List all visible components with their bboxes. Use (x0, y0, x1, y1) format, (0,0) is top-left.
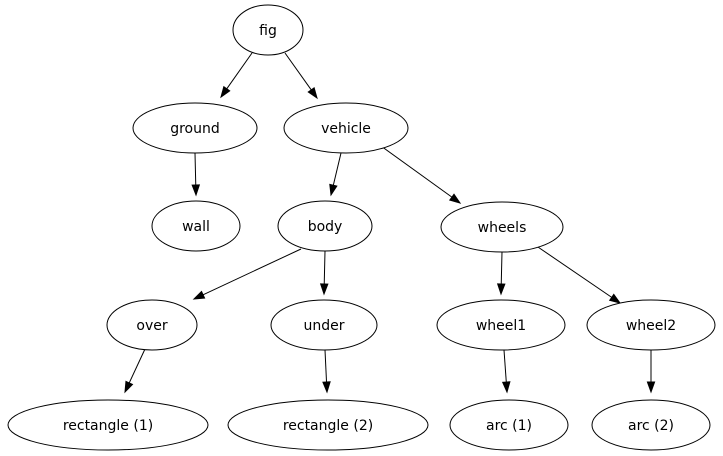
node-label-arc1: arc (1) (486, 418, 532, 434)
node-label-wheels: wheels (478, 220, 527, 236)
node-shape-wheels[interactable] (440, 201, 564, 253)
node-under[interactable]: under (270, 299, 378, 351)
node-wheel2[interactable]: wheel2 (586, 299, 716, 351)
node-label-body: body (308, 219, 343, 235)
arrowhead-icon (608, 293, 622, 304)
node-shape-rectangle1[interactable] (7, 399, 209, 451)
node-label-wall: wall (182, 219, 210, 235)
edge-vehicle-to-wheels (380, 145, 462, 204)
edge-fig-to-ground (220, 52, 253, 99)
node-vehicle[interactable]: vehicle (283, 102, 409, 154)
node-shape-vehicle[interactable] (283, 102, 409, 154)
node-arc2[interactable]: arc (2) (591, 399, 711, 451)
edge-body-to-under (319, 250, 329, 296)
arrowhead-icon (191, 184, 201, 197)
node-arc1[interactable]: arc (1) (449, 399, 569, 451)
edge-vehicle-to-body (329, 152, 342, 197)
node-label-wheel2: wheel2 (626, 318, 676, 334)
edges-layer (124, 52, 656, 394)
arrowhead-icon (646, 381, 656, 394)
node-shape-fig[interactable] (232, 4, 304, 56)
arrowhead-icon (496, 283, 506, 296)
node-shape-arc1[interactable] (449, 399, 569, 451)
node-wall[interactable]: wall (151, 200, 241, 252)
node-shape-wheel2[interactable] (586, 299, 716, 351)
node-wheel1[interactable]: wheel1 (436, 299, 566, 351)
node-label-under: under (303, 318, 344, 334)
edge-wheel1-to-arc1 (501, 349, 511, 394)
arrowhead-icon (322, 381, 331, 394)
node-fig[interactable]: fig (232, 4, 304, 56)
node-shape-wall[interactable] (151, 200, 241, 252)
node-rectangle2[interactable]: rectangle (2) (227, 399, 429, 451)
node-shape-rectangle2[interactable] (227, 399, 429, 451)
edge-wheels-to-wheel1 (496, 251, 506, 296)
edge-over-to-rectangle1 (124, 348, 146, 394)
node-label-fig: fig (259, 23, 277, 39)
node-ground[interactable]: ground (132, 102, 258, 154)
node-shape-wheel1[interactable] (436, 299, 566, 351)
node-rectangle1[interactable]: rectangle (1) (7, 399, 209, 451)
arrowhead-icon (501, 381, 511, 394)
nodes-layer: fig ground vehicle wall body wheels over under w… (7, 4, 716, 451)
node-body[interactable]: body (277, 200, 373, 252)
node-wheels[interactable]: wheels (440, 201, 564, 253)
edge-body-to-over (192, 248, 302, 300)
node-shape-under[interactable] (270, 299, 378, 351)
node-label-ground: ground (170, 121, 220, 137)
edge-wheel2-to-arc2 (646, 350, 656, 394)
arrowhead-icon (329, 183, 338, 197)
node-label-rectangle1: rectangle (1) (63, 418, 153, 434)
node-label-wheel1: wheel1 (476, 318, 526, 334)
arrowhead-icon (192, 290, 206, 300)
edge-ground-to-wall (191, 152, 201, 197)
node-shape-over[interactable] (106, 299, 198, 351)
arrowhead-icon (307, 86, 318, 100)
node-shape-body[interactable] (277, 200, 373, 252)
edge-under-to-rectangle2 (322, 349, 331, 394)
node-shape-arc2[interactable] (591, 399, 711, 451)
edge-fig-to-vehicle (284, 52, 318, 100)
node-label-over: over (136, 318, 167, 334)
edge-wheels-to-wheel2 (534, 244, 622, 304)
arrowhead-icon (319, 283, 329, 296)
node-label-vehicle: vehicle (321, 121, 371, 137)
arrowhead-icon (220, 85, 231, 99)
node-label-arc2: arc (2) (628, 418, 674, 434)
arrowhead-icon (448, 193, 462, 204)
node-shape-ground[interactable] (132, 102, 258, 154)
arrowhead-icon (124, 380, 134, 394)
node-over[interactable]: over (106, 299, 198, 351)
node-label-rectangle2: rectangle (2) (283, 418, 373, 434)
